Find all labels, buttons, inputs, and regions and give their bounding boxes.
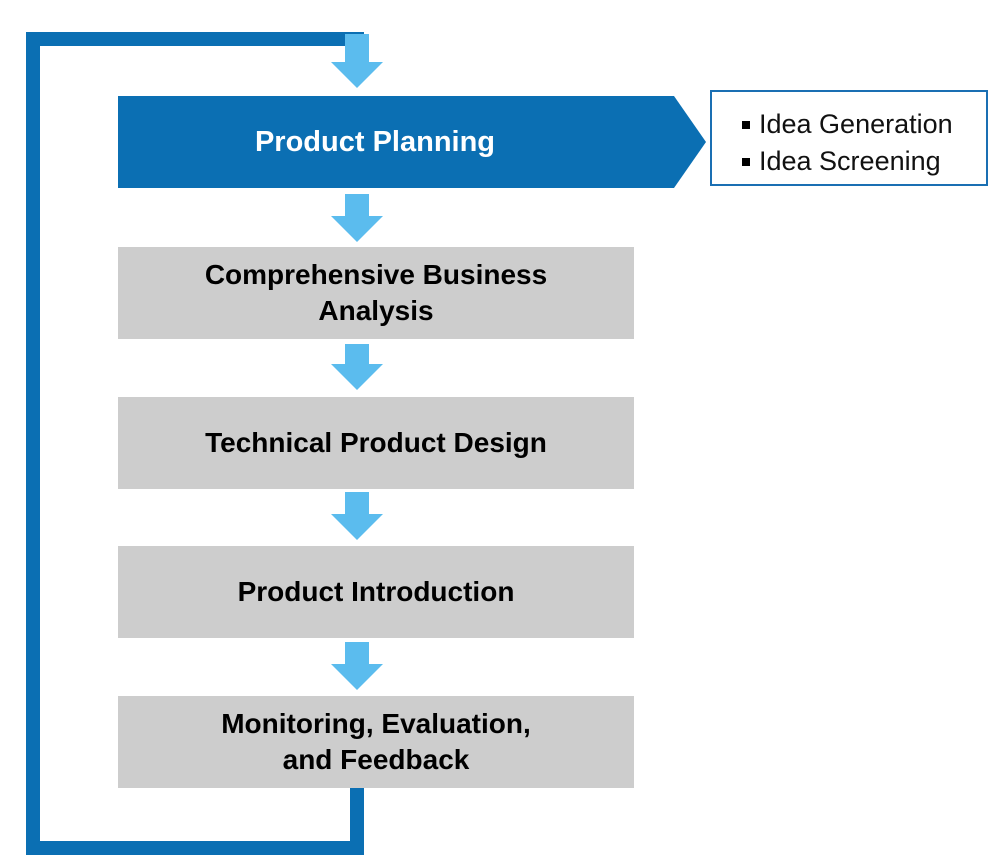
product-design-step-label: Technical Product Design [205, 427, 547, 458]
flow-arrow-down-icon [331, 344, 383, 390]
planning-details-box: Idea Generation Idea Screening [710, 90, 988, 186]
business-analysis-step: Comprehensive Business Analysis [118, 247, 634, 339]
product-introduction-step-label: Product Introduction [237, 576, 515, 607]
monitoring-feedback-step-label: Monitoring, Evaluation, and Feedback [221, 708, 531, 775]
planning-detail-item: Idea Screening [742, 143, 986, 180]
flow-arrow-down-icon [331, 492, 383, 540]
flow-arrow-down-icon [331, 194, 383, 242]
square-bullet-icon [742, 120, 750, 129]
monitoring-feedback-step: Monitoring, Evaluation, and Feedback [118, 696, 634, 788]
product-introduction-step: Product Introduction [118, 546, 634, 638]
business-analysis-step-label: Comprehensive Business Analysis [204, 259, 548, 326]
planning-detail-item: Idea Generation [742, 106, 986, 143]
planning-step: Product Planning [118, 96, 678, 188]
planning-step-label: Product Planning [254, 125, 496, 158]
square-bullet-icon [742, 157, 750, 166]
flow-arrow-down-icon [331, 34, 383, 88]
product-design-step: Technical Product Design [118, 397, 634, 489]
planning-detail-label: Idea Screening [759, 146, 941, 176]
flow-arrow-down-icon [331, 642, 383, 690]
planning-detail-label: Idea Generation [759, 109, 953, 139]
planning-step-shape [118, 96, 706, 188]
